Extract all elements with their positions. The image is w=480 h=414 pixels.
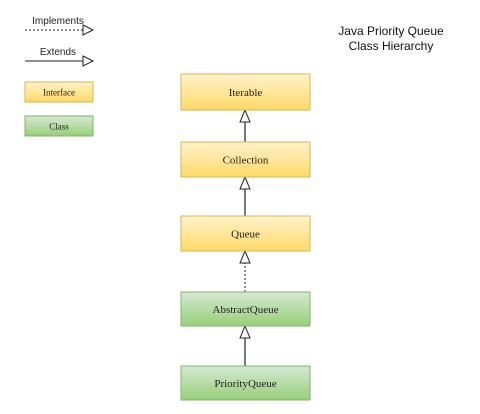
diagram-title-line1: Java Priority Queue xyxy=(338,24,444,38)
node-abstractqueue-label: AbstractQueue xyxy=(213,304,279,316)
node-iterable-label: Iterable xyxy=(229,87,263,99)
hollow-arrowhead-icon xyxy=(239,249,251,264)
interface-box xyxy=(180,215,311,252)
node-iterable: Iterable xyxy=(180,73,311,111)
implements-arrowhead-icon xyxy=(82,24,95,36)
legend-interface-label: Interface xyxy=(43,88,75,98)
legend-class-swatch xyxy=(24,115,94,137)
node-abstractqueue: AbstractQueue xyxy=(180,291,311,327)
node-collection: Collection xyxy=(180,141,311,178)
node-priorityqueue: PriorityQueue xyxy=(180,365,311,401)
connector-priorityqueue-extends-abstractqueue xyxy=(239,324,251,366)
legend-interface: Interface xyxy=(24,81,94,103)
interface-box xyxy=(180,141,311,178)
extends-arrowhead-icon xyxy=(82,55,95,67)
node-priorityqueue-label: PriorityQueue xyxy=(214,378,276,390)
legend-implements-label: Implements xyxy=(32,16,84,27)
legend-class-label: Class xyxy=(49,122,69,132)
connector-collection-extends-iterable xyxy=(239,108,251,142)
hollow-arrowhead-icon xyxy=(239,175,251,190)
connector-abstractqueue-implements-queue xyxy=(239,249,251,292)
hollow-arrowhead-icon xyxy=(239,324,251,339)
legend-extends-label: Extends xyxy=(40,47,76,58)
connector-queue-extends-collection xyxy=(239,175,251,216)
hollow-arrowhead-icon xyxy=(239,108,251,123)
class-box xyxy=(180,365,311,401)
legend-class: Class xyxy=(24,115,94,137)
class-box xyxy=(180,291,311,327)
interface-box xyxy=(180,73,311,111)
node-queue: Queue xyxy=(180,215,311,252)
node-queue-label: Queue xyxy=(231,229,260,241)
node-collection-label: Collection xyxy=(223,155,269,167)
diagram-title-line2: Class Hierarchy xyxy=(349,39,434,53)
legend-implements: Implements xyxy=(25,16,95,36)
legend-interface-swatch xyxy=(24,81,94,103)
legend-extends: Extends xyxy=(25,47,95,67)
